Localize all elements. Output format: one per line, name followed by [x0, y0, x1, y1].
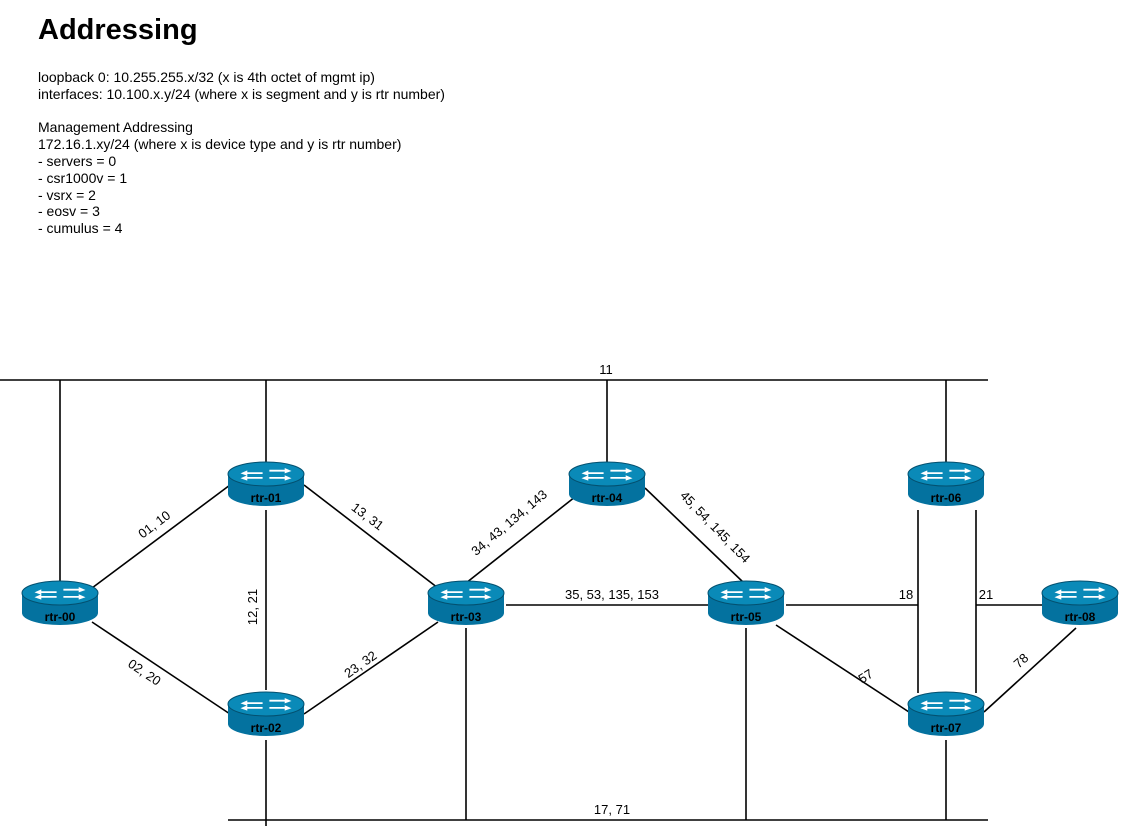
link-rtr07-rtr08: 78 — [983, 627, 1077, 713]
router-rtr-08[interactable]: rtr-08 — [1041, 580, 1119, 625]
note-loopback: loopback 0: 10.255.255.x/32 (x is 4th oc… — [38, 69, 375, 85]
link-label: 78 — [1011, 650, 1032, 671]
note-interfaces: interfaces: 10.100.x.y/24 (where x is se… — [38, 85, 445, 102]
link-rtr00-rtr01: 01, 10 — [91, 484, 231, 589]
note-cumulus: - cumulus = 4 — [38, 220, 123, 237]
router-label: rtr-03 — [451, 610, 482, 624]
link-rtr03-rtr04: 34, 43, 134, 143 — [465, 487, 581, 584]
link-label: 13, 31 — [349, 500, 387, 534]
router-label: rtr-04 — [592, 491, 623, 505]
note-vsrx: - vsrx = 2 — [38, 186, 96, 203]
bus-bottom: 17, 71 — [228, 628, 988, 826]
link-rtr01-rtr02: 12, 21 — [245, 510, 267, 690]
router-rtr-03[interactable]: rtr-03 — [427, 580, 505, 625]
link-rtr04-rtr05: 45, 54, 145, 154 — [644, 487, 753, 584]
router-icon — [707, 580, 785, 625]
link-rtr03-rtr05: 35, 53, 135, 153 — [506, 587, 708, 606]
link-label: 02, 20 — [125, 656, 163, 689]
addressing-notes: loopback 0: 10.255.255.x/32 (x is 4th oc… — [38, 69, 445, 237]
router-label: rtr-08 — [1065, 610, 1096, 624]
router-icon — [1041, 580, 1119, 625]
bus-top-label: 11 — [599, 362, 613, 377]
link-rtr00-rtr02: 02, 20 — [91, 621, 231, 715]
router-icon — [907, 691, 985, 736]
link-label: 35, 53, 135, 153 — [565, 587, 659, 602]
router-label: rtr-07 — [931, 721, 962, 735]
link-rtr02-rtr03: 23, 32 — [303, 621, 439, 715]
router-rtr-01[interactable]: rtr-01 — [227, 461, 305, 506]
link-rtr05-rtr07-diag: 57 — [775, 624, 913, 715]
router-rtr-04[interactable]: rtr-04 — [568, 461, 646, 506]
link-label: 01, 10 — [135, 508, 173, 542]
link-label: 34, 43, 134, 143 — [468, 487, 550, 559]
link-label: 18 — [899, 587, 913, 602]
note-mgmt-heading: Management Addressing — [38, 119, 193, 136]
link-rtr01-rtr03: 13, 31 — [303, 484, 439, 589]
router-label: rtr-05 — [731, 610, 762, 624]
router-label: rtr-01 — [251, 491, 282, 505]
router-rtr-02[interactable]: rtr-02 — [227, 691, 305, 736]
link-label: 21 — [979, 587, 993, 602]
bus-bottom-label: 17, 71 — [594, 802, 630, 817]
link-label: 45, 54, 145, 154 — [677, 488, 753, 566]
router-rtr-06[interactable]: rtr-06 — [907, 461, 985, 506]
router-label: rtr-00 — [45, 610, 76, 624]
router-icon — [227, 461, 305, 506]
router-label: rtr-02 — [251, 721, 282, 735]
router-rtr-07[interactable]: rtr-07 — [907, 691, 985, 736]
router-icon — [227, 691, 305, 736]
router-icon — [568, 461, 646, 506]
router-icon — [21, 580, 99, 625]
routers-layer: rtr-00 rtr-01 rtr-02 — [21, 461, 1119, 736]
note-eosv: - eosv = 3 — [38, 203, 100, 220]
note-mgmt-scheme: 172.16.1.xy/24 (where x is device type a… — [38, 136, 402, 153]
note-csr1000v: - csr1000v = 1 — [38, 169, 128, 186]
router-rtr-00[interactable]: rtr-00 — [21, 580, 99, 625]
page-title: Addressing — [38, 14, 198, 46]
link-rtr05-rtr07-18: 18 — [786, 510, 919, 693]
router-icon — [907, 461, 985, 506]
router-rtr-05[interactable]: rtr-05 — [707, 580, 785, 625]
link-rtr06-rtr08-21: 21 — [975, 510, 1046, 693]
router-label: rtr-06 — [931, 491, 962, 505]
link-label: 12, 21 — [245, 589, 260, 625]
link-label: 57 — [856, 666, 876, 686]
bus-top: 11 — [0, 362, 988, 583]
note-servers: - servers = 0 — [38, 152, 117, 169]
router-icon — [427, 580, 505, 625]
